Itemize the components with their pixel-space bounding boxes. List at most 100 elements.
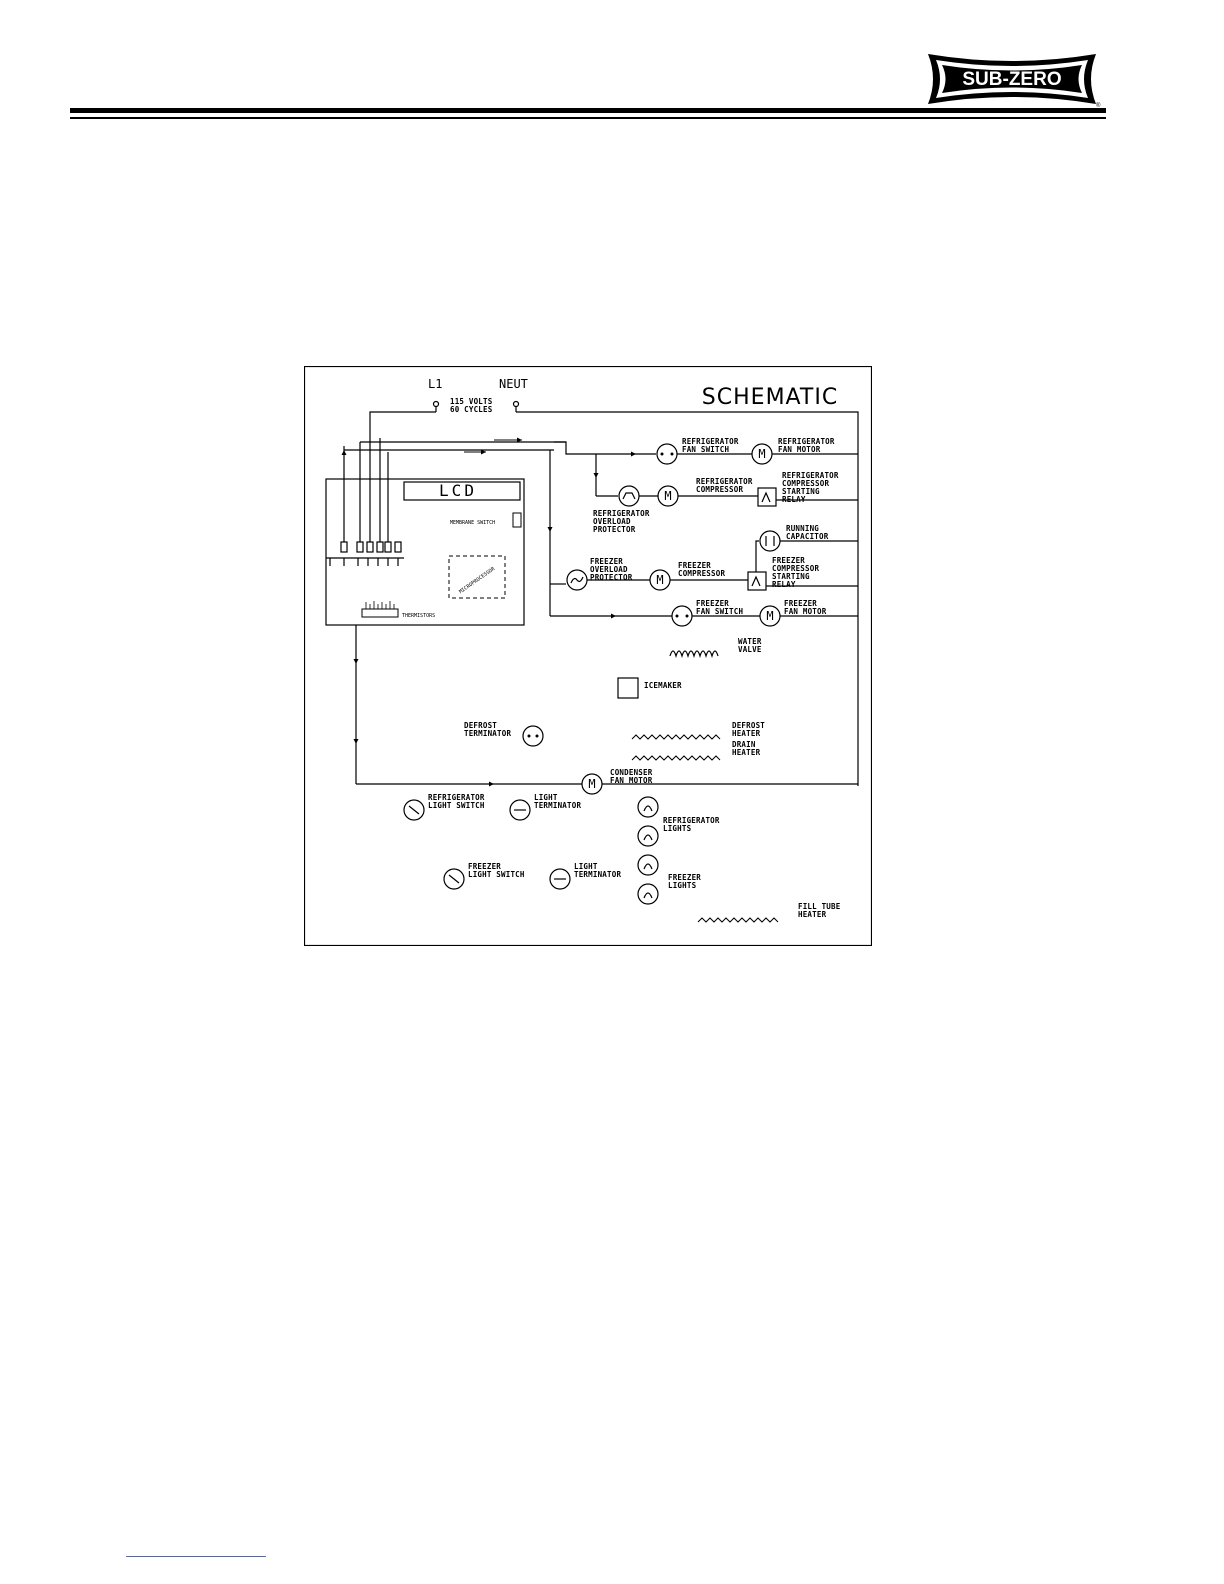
condenser-fan-motor-label: CONDENSER bbox=[610, 768, 653, 777]
light-terminator-1 bbox=[509, 799, 531, 821]
schematic-title: SCHEMATIC bbox=[702, 385, 838, 410]
l1-label: L1 bbox=[428, 377, 442, 391]
light-terminator-1-label: TERMINATOR bbox=[534, 801, 581, 810]
water-valve-label: WATER bbox=[738, 637, 762, 646]
refrigerator-fan-motor-label: REFRIGERATOR bbox=[778, 437, 835, 446]
motor-symbol: M bbox=[766, 609, 773, 623]
freezer-starting-relay-label: STARTING bbox=[772, 572, 810, 581]
refrigerator-lights-label: LIGHTS bbox=[663, 824, 692, 833]
neut-terminal bbox=[512, 400, 520, 408]
drain-heater bbox=[631, 755, 721, 761]
neut-label: NEUT bbox=[499, 377, 528, 391]
refrigerator-fan-switch-label: FAN SWITCH bbox=[682, 445, 729, 454]
microprocessor-label: MICROPROCESSOR bbox=[458, 566, 497, 596]
refrigerator-light bbox=[637, 825, 659, 847]
freezer-starting-relay-label: FREEZER bbox=[772, 556, 805, 565]
refrigerator-light-switch-label: REFRIGERATOR bbox=[428, 793, 485, 802]
volts-label: 115 VOLTS bbox=[450, 397, 493, 406]
defrost-heater-label: DEFROST bbox=[732, 721, 765, 730]
refrigerator-fan-switch bbox=[656, 443, 678, 465]
refrigerator-compressor-label: COMPRESSOR bbox=[696, 485, 743, 494]
sub-zero-logo: SUB-ZERO ® bbox=[928, 54, 1101, 108]
microprocessor-box bbox=[448, 555, 506, 599]
thermistors-label: THERMISTORS bbox=[402, 613, 435, 619]
freezer-light-switch-label: FREEZER bbox=[468, 862, 501, 871]
registered-mark: ® bbox=[1096, 102, 1101, 108]
defrost-heater-label: HEATER bbox=[732, 729, 761, 738]
fill-tube-heater bbox=[697, 917, 779, 923]
brand-name: SUB-ZERO bbox=[962, 69, 1061, 90]
refrigerator-overload-label: OVERLOAD bbox=[593, 517, 631, 526]
l1-terminal bbox=[432, 400, 440, 408]
refrigerator-starting-relay-label: COMPRESSOR bbox=[782, 479, 829, 488]
defrost-terminator-label: DEFROST bbox=[464, 721, 497, 730]
control-board bbox=[325, 478, 525, 626]
header-rule-thick bbox=[70, 108, 1106, 113]
wiring-schematic: SCHEMATIC L1 NEUT 115 VOLTS 60 CYCLES LC… bbox=[304, 366, 872, 946]
freezer-compressor-label: FREEZER bbox=[678, 561, 711, 570]
schematic-frame bbox=[304, 366, 872, 946]
refrigerator-light-switch-label: LIGHT SWITCH bbox=[428, 801, 485, 810]
membrane-switch bbox=[512, 512, 522, 528]
defrost-terminator bbox=[522, 725, 544, 747]
freezer-starting-relay-label: COMPRESSOR bbox=[772, 564, 819, 573]
membrane-switch-label: MEMBRANE SWITCH bbox=[450, 520, 495, 526]
freezer-starting-relay bbox=[747, 571, 767, 591]
freezer-fan-switch bbox=[671, 605, 693, 627]
refrigerator-overload-label: PROTECTOR bbox=[593, 525, 636, 534]
refrigerator-lights-label: REFRIGERATOR bbox=[663, 816, 720, 825]
refrigerator-light-switch bbox=[403, 799, 425, 821]
freezer-lights-label: LIGHTS bbox=[668, 881, 697, 890]
refrigerator-starting-relay bbox=[757, 487, 777, 507]
freezer-starting-relay-label: RELAY bbox=[772, 580, 796, 589]
freezer-light-switch bbox=[443, 868, 465, 890]
cycles-label: 60 CYCLES bbox=[450, 405, 493, 414]
refrigerator-starting-relay-label: STARTING bbox=[782, 487, 820, 496]
freezer-overload-label: OVERLOAD bbox=[590, 565, 628, 574]
light-terminator-1-label: LIGHT bbox=[534, 793, 558, 802]
light-terminator-2-label: LIGHT bbox=[574, 862, 598, 871]
motor-symbol: M bbox=[758, 447, 765, 461]
running-capacitor-label: RUNNING bbox=[786, 524, 819, 533]
icemaker bbox=[617, 677, 639, 699]
refrigerator-fan-motor-label: FAN MOTOR bbox=[778, 445, 821, 454]
fill-tube-heater-label: HEATER bbox=[798, 910, 827, 919]
water-valve-label: VALVE bbox=[738, 645, 762, 654]
freezer-overload-label: PROTECTOR bbox=[590, 573, 633, 582]
freezer-light bbox=[637, 854, 659, 876]
footer-link-underline[interactable] bbox=[126, 1556, 266, 1557]
lcd-display bbox=[403, 481, 521, 501]
freezer-overload-label: FREEZER bbox=[590, 557, 623, 566]
light-terminator-2-label: TERMINATOR bbox=[574, 870, 621, 879]
refrigerator-fan-switch-label: REFRIGERATOR bbox=[682, 437, 739, 446]
drain-heater-label: DRAIN bbox=[732, 740, 756, 749]
header-rule-thin bbox=[70, 117, 1106, 119]
freezer-fan-switch-label: FREEZER bbox=[696, 599, 729, 608]
motor-symbol: M bbox=[656, 573, 663, 587]
defrost-terminator-label: TERMINATOR bbox=[464, 729, 511, 738]
water-valve bbox=[669, 650, 719, 659]
refrigerator-compressor-label: REFRIGERATOR bbox=[696, 477, 753, 486]
refrigerator-overload-label: REFRIGERATOR bbox=[593, 509, 650, 518]
lcd-label: LCD bbox=[439, 481, 477, 500]
drain-heater-label: HEATER bbox=[732, 748, 761, 757]
motor-symbol: M bbox=[588, 777, 595, 791]
refrigerator-overload-protector bbox=[618, 485, 640, 507]
refrigerator-starting-relay-label: REFRIGERATOR bbox=[782, 471, 839, 480]
motor-symbol: M bbox=[664, 489, 671, 503]
refrigerator-starting-relay-label: RELAY bbox=[782, 495, 806, 504]
icemaker-label: ICEMAKER bbox=[644, 681, 682, 690]
freezer-fan-switch-label: FAN SWITCH bbox=[696, 607, 743, 616]
freezer-light bbox=[637, 883, 659, 905]
freezer-compressor-label: COMPRESSOR bbox=[678, 569, 725, 578]
freezer-light-switch-label: LIGHT SWITCH bbox=[468, 870, 525, 879]
freezer-fan-motor-label: FREEZER bbox=[784, 599, 817, 608]
freezer-fan-motor-label: FAN MOTOR bbox=[784, 607, 827, 616]
refrigerator-light bbox=[637, 796, 659, 818]
defrost-heater bbox=[631, 734, 721, 740]
condenser-fan-motor-label: FAN MOTOR bbox=[610, 776, 653, 785]
freezer-lights-label: FREEZER bbox=[668, 873, 701, 882]
running-capacitor bbox=[759, 530, 781, 552]
fill-tube-heater-label: FILL TUBE bbox=[798, 902, 841, 911]
thermistor-block bbox=[361, 608, 399, 618]
